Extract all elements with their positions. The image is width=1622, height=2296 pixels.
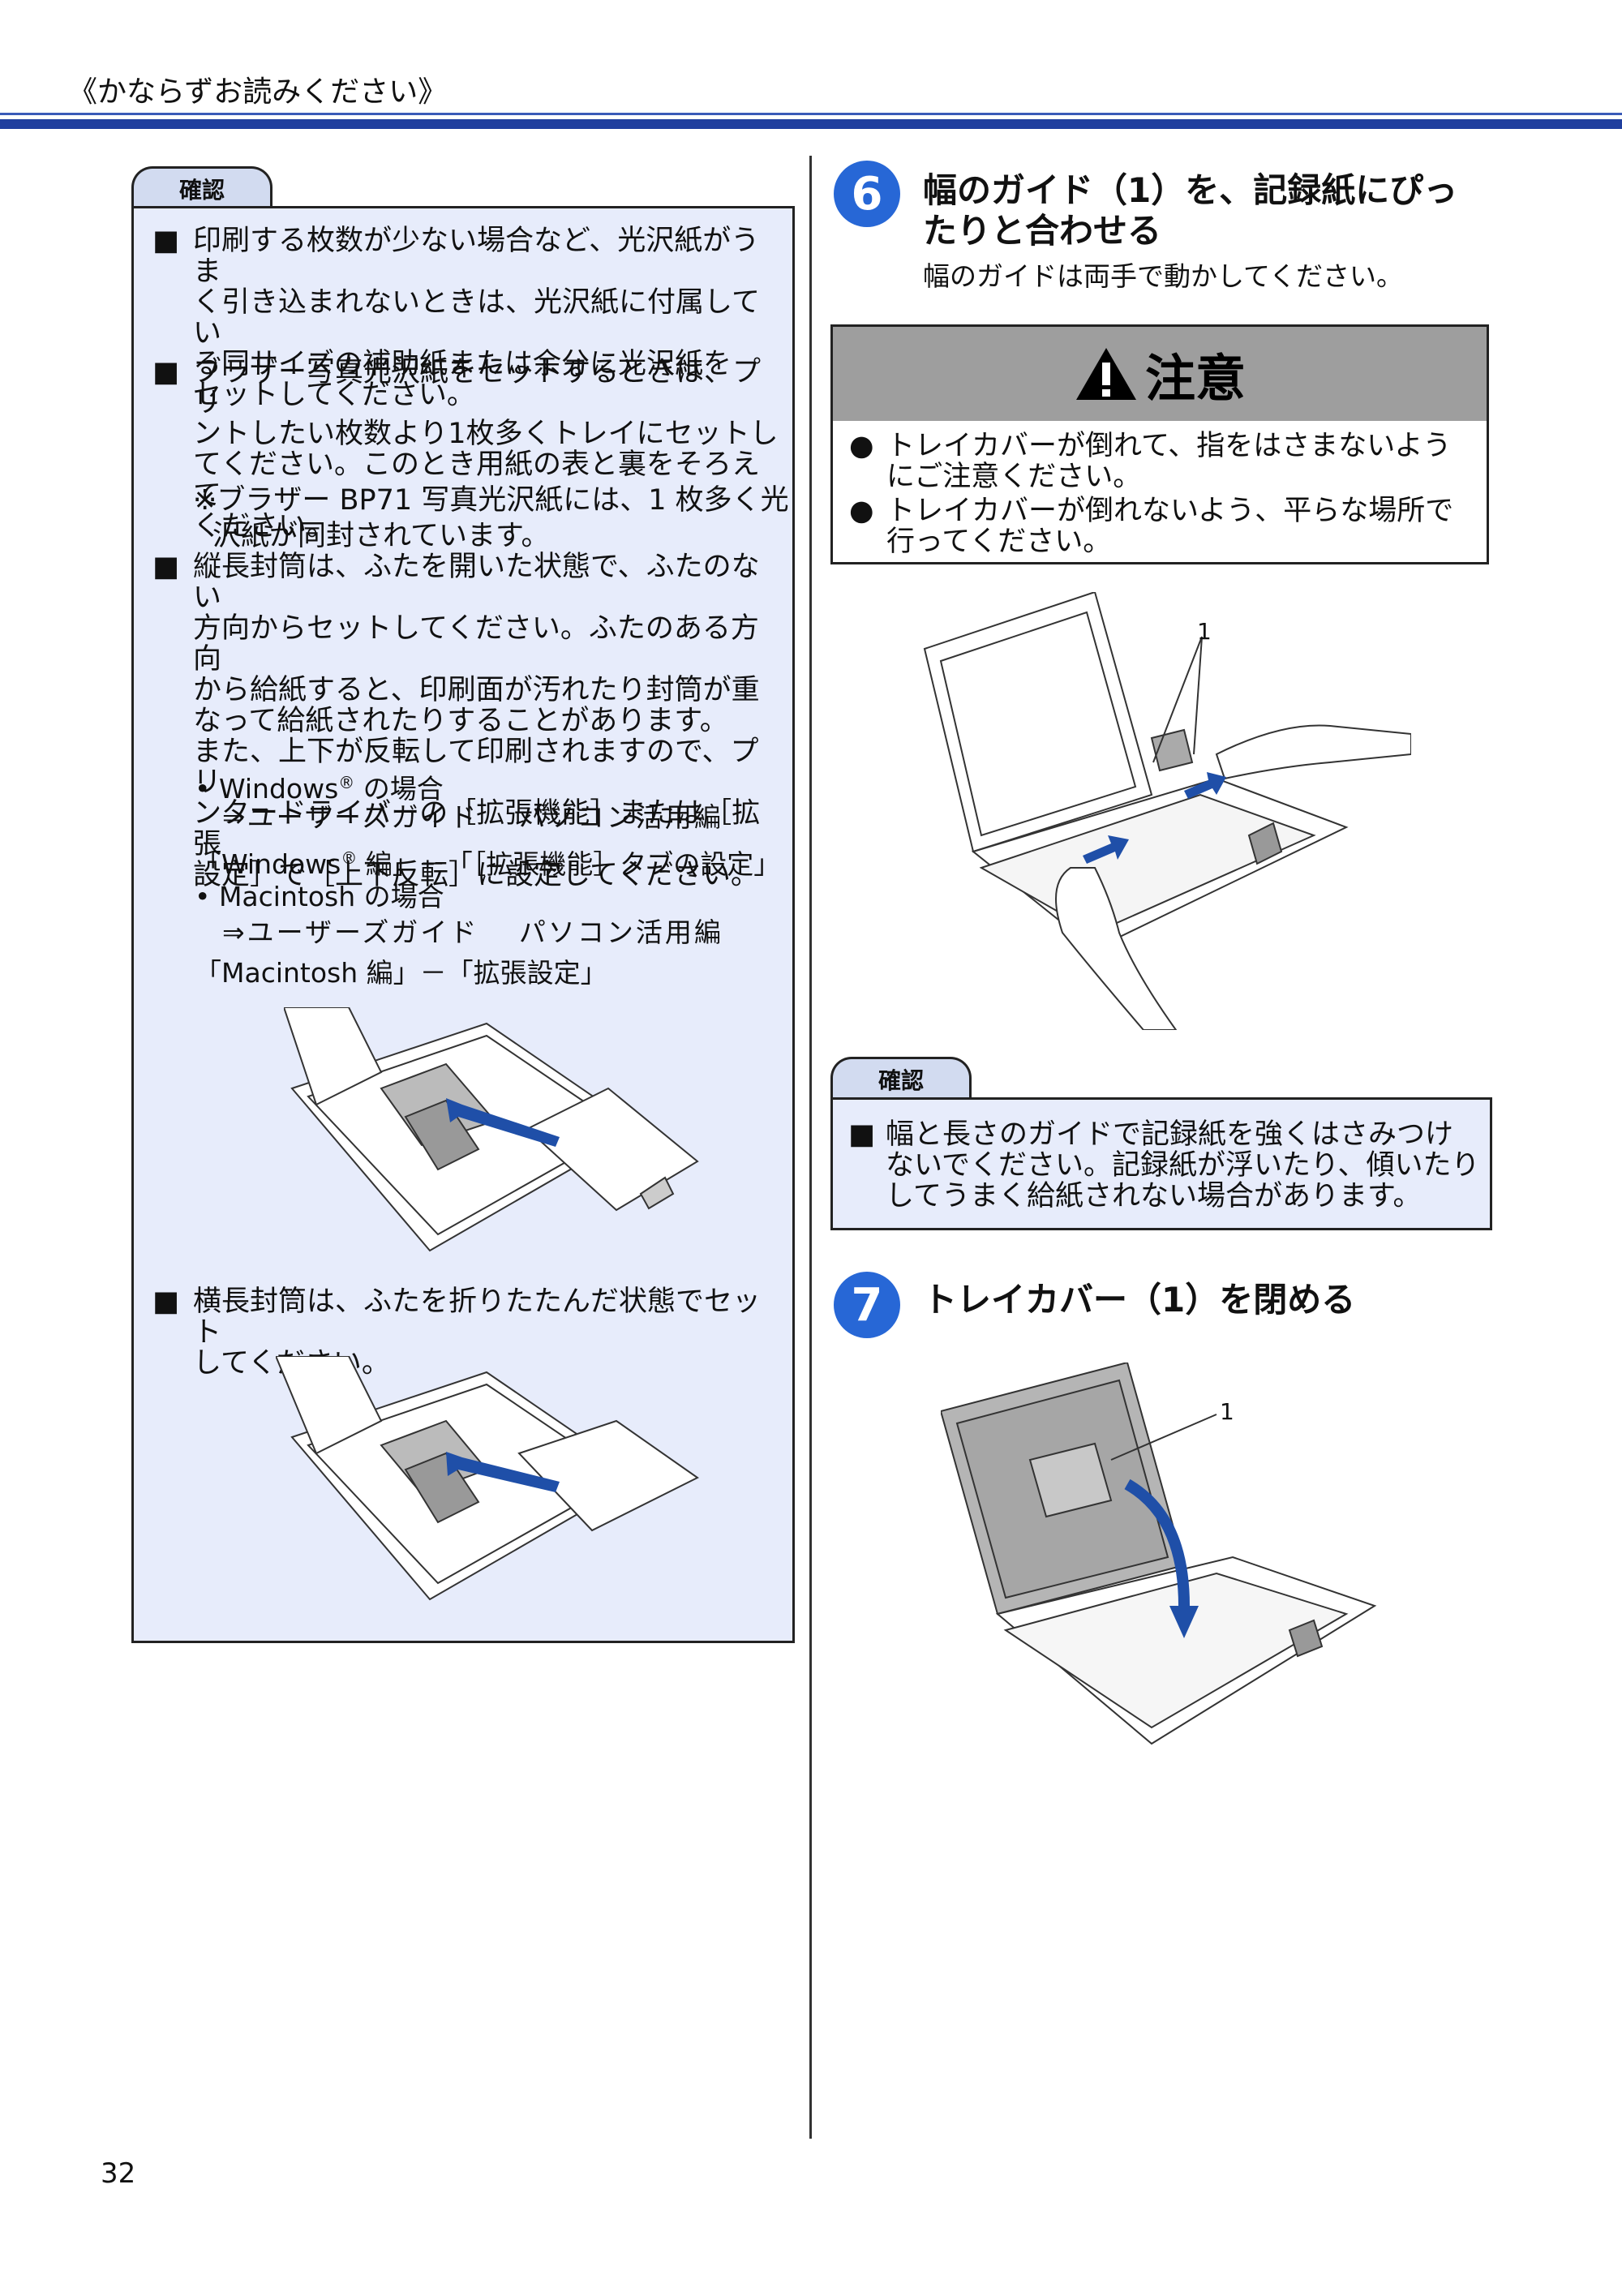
header-rule-thick (0, 119, 1622, 129)
bullet-dot-icon: ● (849, 430, 874, 462)
step-7-title: トレイカバー（1）を閉める (923, 1280, 1356, 1320)
warning-triangle-icon (1075, 348, 1136, 400)
caution-title: 注意 (1144, 349, 1246, 408)
note-item-1: ■ 印刷する枚数が少ない場合など、光沢紙がうま く引き込まれないときは、光沢紙に… (152, 225, 760, 411)
mac-path: 「Macintosh 編」－「拡張設定」 (195, 957, 607, 989)
header-rule-thin (0, 113, 1622, 115)
windows-ref: ⇒ユーザーズガイド パソコン活用編 (222, 801, 723, 833)
step-6-badge: 6 (834, 161, 900, 227)
mac-ref: ⇒ユーザーズガイド パソコン活用編 (222, 916, 723, 948)
page-number: 32 (101, 2157, 136, 2190)
bullet-square-icon: ■ (152, 356, 180, 388)
note-item-3: ■ 縦長封筒は、ふたを開いた状態で、ふたのない 方向からセットしてください。ふた… (152, 551, 761, 891)
note-item-2: ■ ブラザー写真光沢紙をセットするときは、プリ ントしたい枚数より1枚多くトレイ… (152, 356, 779, 543)
paper-note: ※ブラザー BP71 写真光沢紙には、1 枚多く光 沢紙が同封されています。 (193, 484, 789, 552)
tray-width-guide-illustration (923, 592, 1411, 1030)
step-6-callout-1: 1 (1197, 618, 1212, 645)
running-header: 《かならずお読みください》 (68, 75, 448, 109)
bullet-square-icon: ■ (152, 225, 180, 257)
windows-path: 「Windows® 編」－「［拡張機能］タブの設定」 (195, 848, 781, 880)
tray-vertical-envelope-illustration (284, 1007, 699, 1252)
bullet-dot-icon: ● (849, 495, 874, 527)
step-6-subtitle: 幅のガイドは両手で動かしてください。 (923, 260, 1404, 292)
tray-cover-close-illustration (941, 1363, 1377, 1745)
column-divider (809, 156, 812, 2139)
bullet-square-icon: ■ (848, 1118, 876, 1151)
step-7-callout-1: 1 (1220, 1398, 1234, 1425)
caution-header: 注意 (833, 327, 1487, 421)
bullet-square-icon: ■ (152, 551, 180, 583)
step-6-title: 幅のガイド（1）を、記録紙にぴっ たりと合わせる (923, 170, 1458, 251)
windows-label: • Windows® の場合 (195, 773, 444, 805)
step-7-badge: 7 (834, 1272, 900, 1338)
right-note-tab: 確認 (830, 1057, 972, 1099)
left-note-tab: 確認 (131, 166, 272, 208)
note-item-4: ■ 横長封筒は、ふたを折りたたんだ状態でセット してください。 (152, 1285, 762, 1379)
bullet-square-icon: ■ (152, 1285, 180, 1318)
tray-horizontal-envelope-illustration (276, 1356, 699, 1601)
mac-label: • Macintosh の場合 (195, 881, 444, 912)
right-note-item: ■ 幅と長さのガイドで記録紙を強くはさみつけ ないでください。記録紙が浮いたり、… (848, 1118, 1480, 1212)
caution-box: 注意 ● トレイカバーが倒れて、指をはさまないよう にご注意ください。 ● トレ… (830, 324, 1489, 564)
right-note-box (830, 1097, 1492, 1230)
